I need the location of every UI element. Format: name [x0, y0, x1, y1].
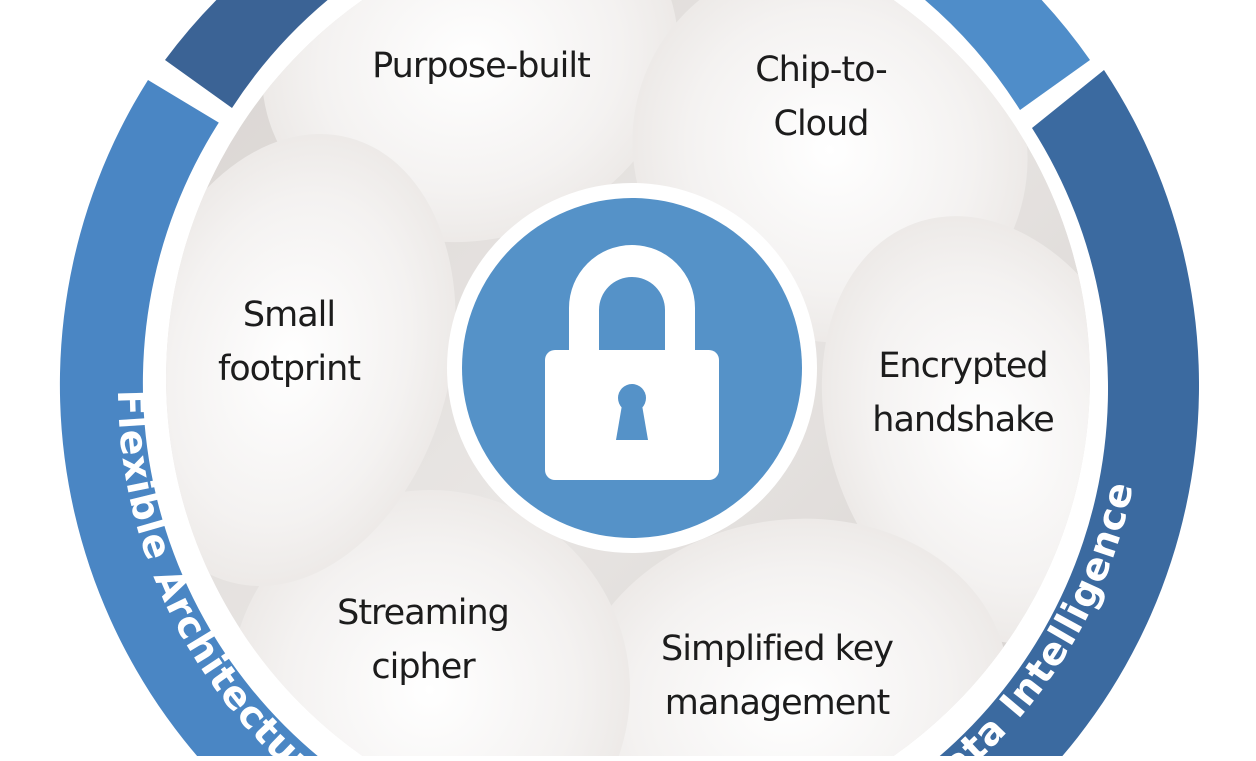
ring-segment-flexible-architecture: [59, 80, 324, 761]
petal-label-purpose-built: Purpose-built: [372, 46, 591, 86]
ring-segment-top-right: [924, 0, 1090, 110]
petal-streaming-cipher: [230, 490, 630, 761]
ring-segment-top-left: [165, 0, 328, 108]
petal-label-small-footprint: Small footprint: [217, 295, 361, 389]
petal-label-streaming-cipher: Streaming cipher: [337, 593, 510, 687]
petal-label-encrypted-handshake: Encrypted handshake: [872, 346, 1054, 440]
petal-simplified-key: [571, 518, 1009, 761]
petal-small-footprint: [166, 134, 456, 586]
ring-segment-data-intelligence: [933, 70, 1200, 761]
lock-icon: [545, 245, 719, 480]
petal-label-simplified-key-management: Simplified key management: [661, 629, 894, 723]
petal-label-chip-to-cloud: Chip-to- Cloud: [755, 50, 888, 144]
outer-ring: [59, 0, 1200, 761]
